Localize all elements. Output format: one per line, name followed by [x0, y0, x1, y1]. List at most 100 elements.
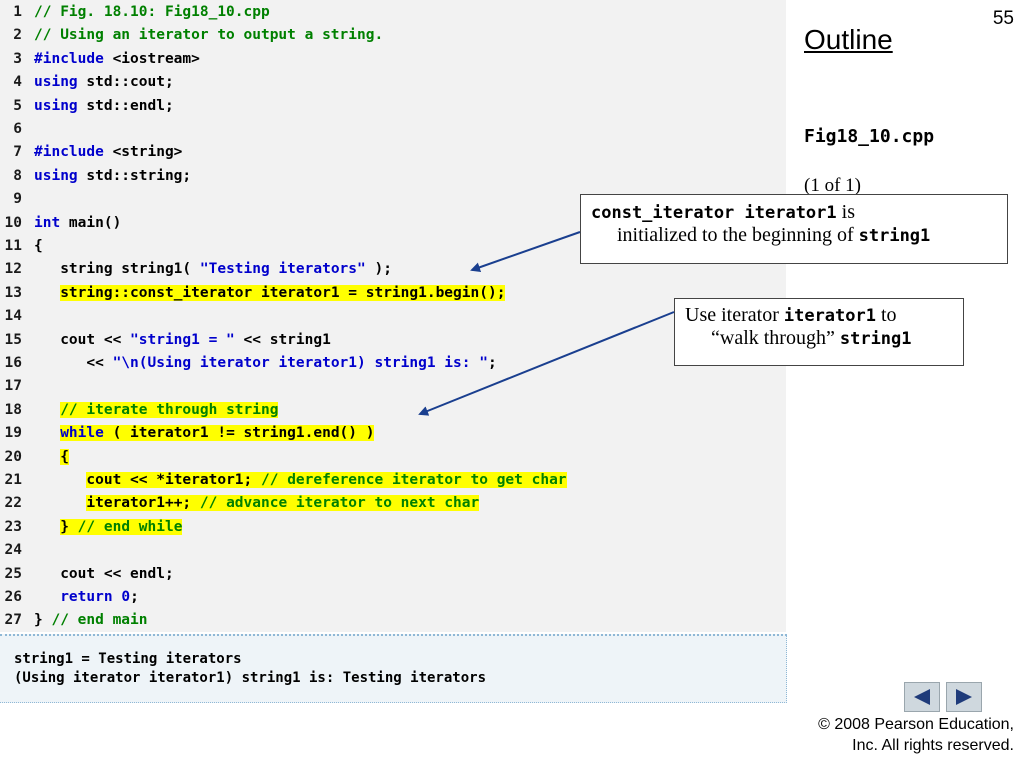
code-token	[34, 472, 86, 488]
code-text: #include <string>	[34, 141, 182, 164]
code-text: // iterate through string	[34, 399, 279, 422]
code-text: } // end while	[34, 516, 183, 539]
code-token: ( iterator1 != string1.end() )	[103, 425, 375, 442]
code-token: 0	[121, 589, 131, 605]
callout-text: to	[875, 304, 897, 326]
code-token: cout << endl;	[34, 565, 174, 582]
line-number: 14	[4, 308, 22, 325]
slide-number: 55	[992, 8, 1014, 29]
code-token: string::const_iterator iterator1 = strin…	[60, 284, 506, 301]
code-token: "\n(Using iterator iterator1) string1 is…	[112, 355, 488, 371]
code-text: << "\n(Using iterator iterator1) string1…	[34, 352, 497, 375]
callout-walk-through: Use iterator iterator1 to “walk through”…	[674, 298, 964, 366]
line-number: 3	[13, 50, 22, 67]
code-token: ;	[487, 355, 497, 371]
code-text: using std::string;	[34, 165, 191, 188]
code-token: ;	[130, 589, 139, 605]
callout-code: string1	[839, 329, 912, 349]
line-number: 21	[4, 472, 22, 488]
copyright: © 2008 Pearson Education, Inc. All right…	[818, 714, 1014, 756]
line-number: 8	[13, 167, 22, 184]
code-token: iterator1++;	[86, 495, 200, 512]
line-number: 7	[13, 144, 22, 161]
line-number: 10	[4, 214, 22, 231]
code-token: std::string;	[77, 167, 192, 184]
code-token: return	[60, 589, 113, 605]
next-slide-button[interactable]	[946, 682, 982, 712]
callout-text: initialized to the beginning of	[617, 224, 859, 246]
code-token: << string1	[234, 331, 331, 348]
code-listing: 1 // Fig. 18.10: Fig18_10.cpp 2 // Using an…	[0, 0, 786, 632]
code-token	[34, 449, 60, 465]
line-number: 2	[13, 27, 22, 44]
output-line: (Using iterator iterator1) string1 is: T…	[14, 670, 487, 686]
code-token: using	[34, 74, 78, 91]
code-token: cout <<	[34, 331, 131, 348]
code-token: #include	[34, 50, 104, 67]
code-token: <iostream>	[103, 50, 200, 67]
line-number: 27	[4, 612, 22, 629]
line-number: 4	[13, 74, 22, 91]
code-text: string::const_iterator iterator1 = strin…	[34, 282, 506, 305]
code-token: {	[34, 238, 43, 254]
line-number: 23	[4, 518, 22, 535]
code-text: return 0;	[34, 586, 139, 609]
outline-link[interactable]: Outline	[804, 24, 893, 55]
output-line: string1 = Testing iterators	[14, 651, 242, 667]
triangle-left-icon	[914, 689, 930, 705]
code-token: while	[60, 425, 104, 442]
line-number: 20	[4, 448, 22, 465]
line-number: 26	[4, 589, 22, 605]
file-name: Fig18_10.cpp	[804, 126, 935, 147]
code-token: using	[34, 97, 78, 114]
line-number: 19	[4, 425, 22, 442]
code-token: using	[34, 167, 78, 184]
line-number: 22	[4, 495, 22, 512]
code-token	[34, 425, 60, 441]
code-token: "Testing iterators"	[199, 261, 366, 278]
program-output: string1 = Testing iterators (Using itera…	[0, 634, 787, 703]
line-number: 18	[4, 401, 22, 418]
code-text: } // end main	[34, 609, 148, 632]
code-token: main()	[60, 214, 122, 231]
page-count: (1 of 1)	[804, 175, 861, 196]
code-text: {	[34, 446, 69, 469]
code-text: // Using an iterator to output a string.	[34, 24, 383, 47]
previous-slide-button[interactable]	[904, 682, 940, 712]
code-token: <<	[34, 355, 113, 371]
code-token: // iterate through string	[60, 401, 279, 418]
code-token: std::cout;	[77, 74, 174, 91]
line-number: 11	[4, 238, 22, 254]
triangle-right-icon	[956, 689, 972, 705]
code-text: cout << *iterator1; // dereference itera…	[34, 469, 567, 492]
callout-text: is	[836, 201, 855, 223]
code-token: cout << *iterator1;	[86, 472, 261, 488]
code-text: {	[34, 235, 43, 258]
code-token	[34, 589, 60, 605]
callout-const-iterator: const_iterator iterator1 is initialized …	[580, 194, 1008, 264]
callout-text: Use iterator	[685, 304, 784, 326]
code-token	[34, 285, 60, 301]
code-token: "string1 = "	[130, 331, 235, 348]
line-number: 13	[4, 284, 22, 301]
code-text: while ( iterator1 != string1.end() )	[34, 422, 375, 445]
code-token: // end while	[77, 518, 183, 535]
code-token: // Fig. 18.10: Fig18_10.cpp	[34, 4, 270, 20]
line-number: 24	[4, 542, 22, 559]
line-number: 25	[4, 565, 22, 582]
code-text: cout << "string1 = " << string1	[34, 329, 331, 352]
code-text: string string1( "Testing iterators" );	[34, 258, 392, 281]
copyright-line: © 2008 Pearson Education,	[818, 716, 1014, 733]
line-number: 1	[13, 4, 22, 20]
callout-code: string1	[858, 226, 931, 246]
code-text: using std::cout;	[34, 71, 174, 94]
code-token: // end main	[51, 612, 148, 629]
code-token: }	[34, 612, 52, 629]
line-number: 17	[4, 378, 22, 395]
code-token: );	[365, 261, 392, 278]
line-number: 6	[13, 121, 22, 137]
code-text: iterator1++; // advance iterator to next…	[34, 492, 480, 515]
code-token: }	[60, 518, 78, 535]
code-token: string string1(	[34, 261, 200, 278]
line-number: 15	[4, 331, 22, 348]
